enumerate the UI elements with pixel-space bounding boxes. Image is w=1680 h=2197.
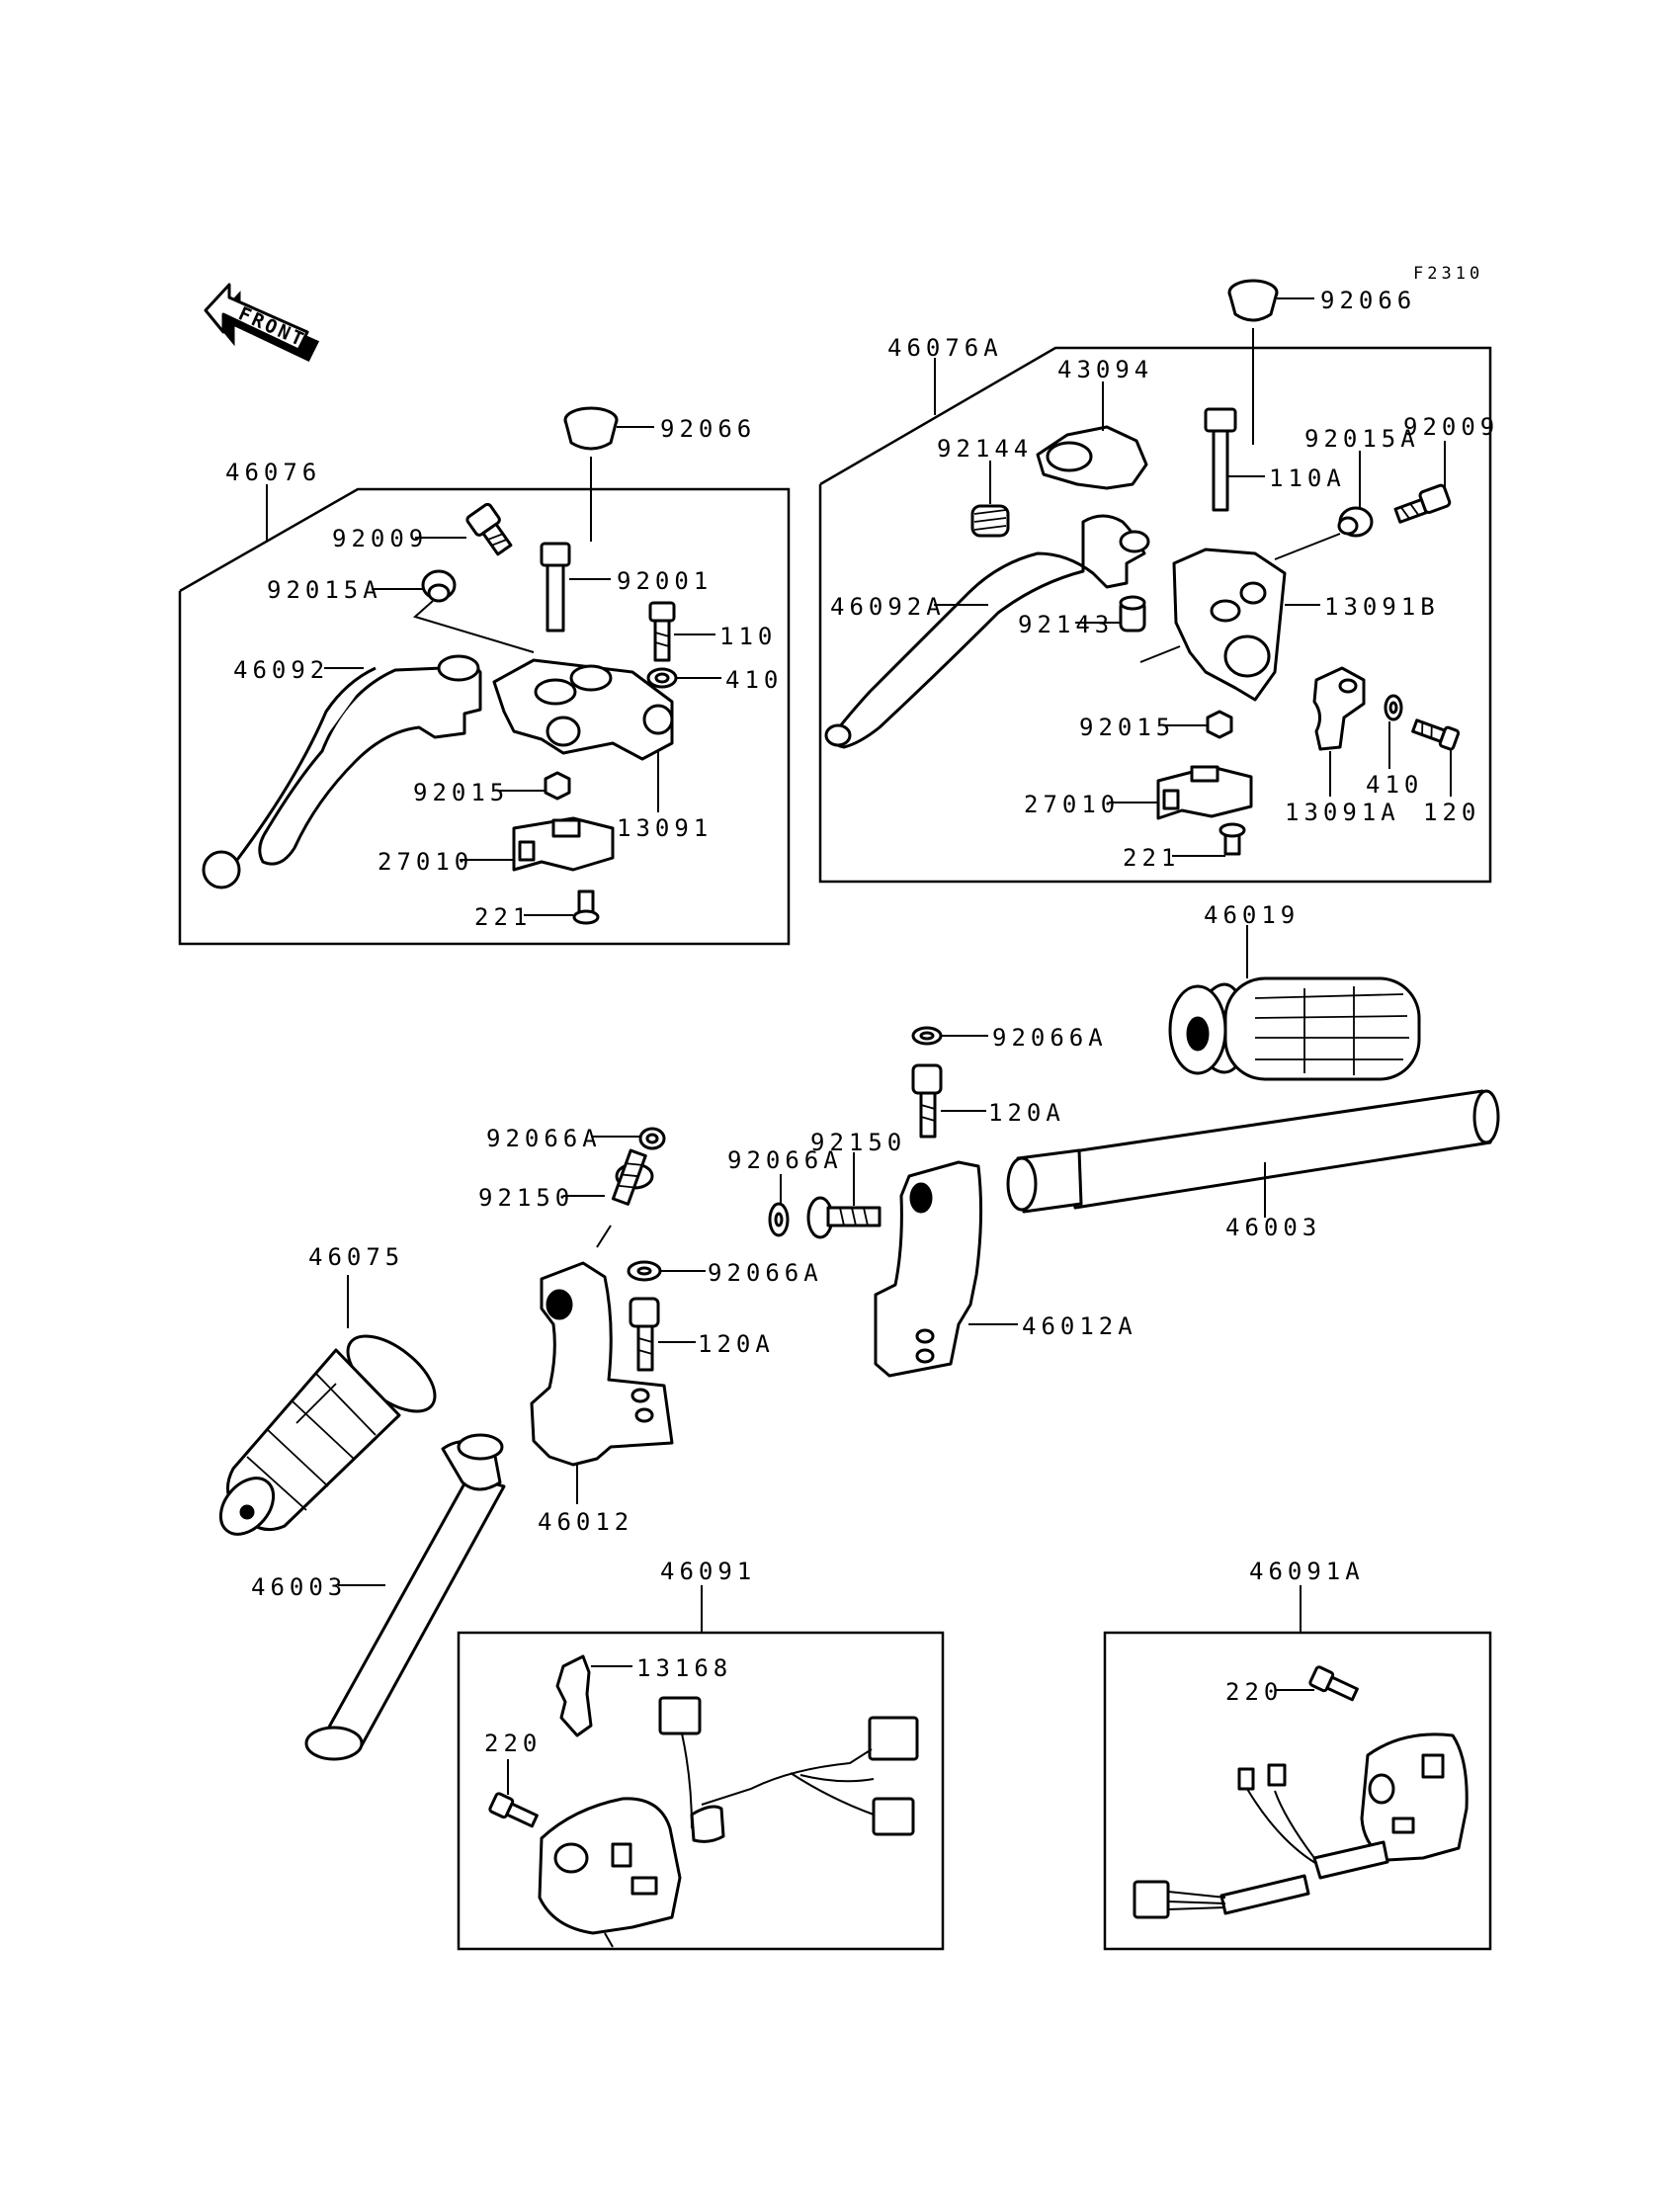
label-46003-right: 46003 <box>1225 1214 1321 1241</box>
brake-lever-assembly-group: 46076A 92066 43094 92144 110A 92015A <box>818 279 1499 884</box>
label-46075: 46075 <box>308 1243 404 1271</box>
clutch-lever-assembly-group: 46076 92066 92009 92015A 92001 <box>178 406 791 946</box>
label-92066-left: 92066 <box>660 415 756 443</box>
label-92066-right: 92066 <box>1320 287 1416 314</box>
label-46012A: 46012A <box>1022 1312 1137 1340</box>
label-92143: 92143 <box>1018 611 1114 638</box>
label-13091A: 13091A <box>1285 799 1400 826</box>
handlebar-group: 46019 92066A 120A 92150 92066A 46012A <box>218 901 1500 1761</box>
front-label: FRONT <box>235 302 309 351</box>
label-220-right: 220 <box>1225 1678 1283 1706</box>
label-43094: 43094 <box>1057 356 1153 383</box>
label-46012: 46012 <box>538 1508 633 1536</box>
figure-code: F2310 <box>1413 264 1483 284</box>
label-92009-right: 92009 <box>1403 413 1499 441</box>
label-46092: 46092 <box>233 656 329 684</box>
label-221-left: 221 <box>474 903 532 931</box>
label-92015-left: 92015 <box>413 779 509 806</box>
label-46092A: 46092A <box>830 593 946 621</box>
label-92066A-3: 92066A <box>486 1125 602 1152</box>
label-27010-right: 27010 <box>1024 791 1120 818</box>
label-410-right: 410 <box>1366 771 1423 799</box>
label-46003-left: 46003 <box>251 1573 347 1601</box>
label-92015A-right: 92015A <box>1304 425 1420 453</box>
label-92066A-4: 92066A <box>708 1259 823 1287</box>
label-120: 120 <box>1423 799 1480 826</box>
left-grip <box>218 1334 437 1536</box>
label-410-left: 410 <box>725 666 783 694</box>
label-46091: 46091 <box>660 1558 756 1585</box>
label-46091A: 46091A <box>1249 1558 1365 1585</box>
label-92001: 92001 <box>617 567 713 595</box>
label-13091B: 13091B <box>1324 593 1440 621</box>
label-13168: 13168 <box>636 1654 732 1682</box>
label-46076: 46076 <box>225 459 321 486</box>
label-92144: 92144 <box>937 435 1033 463</box>
left-switch-housing-group: 46091 13168 220 <box>457 1558 945 1951</box>
label-221-right: 221 <box>1123 844 1180 872</box>
label-120A-2: 120A <box>698 1330 775 1358</box>
label-46076A: 46076A <box>887 334 1003 362</box>
label-92150-1: 92150 <box>810 1129 906 1156</box>
label-220-left: 220 <box>484 1730 542 1757</box>
front-arrow-icon: FRONT <box>204 283 320 362</box>
throttle-grip <box>1168 976 1421 1081</box>
label-92066A-1: 92066A <box>992 1024 1108 1052</box>
label-120A-1: 120A <box>988 1099 1065 1127</box>
label-13091: 13091 <box>617 814 713 842</box>
label-92015-right: 92015 <box>1079 714 1175 741</box>
label-46019: 46019 <box>1204 901 1300 929</box>
label-92015A-left: 92015A <box>267 576 382 604</box>
label-110: 110 <box>719 623 777 650</box>
right-switch-housing-group: 46091A 220 <box>1103 1558 1492 1951</box>
label-92066A-2: 92066A <box>727 1146 843 1174</box>
label-92150-2: 92150 <box>478 1184 574 1212</box>
label-27010-left: 27010 <box>378 848 473 876</box>
label-92009-left: 92009 <box>332 525 428 552</box>
label-110A: 110A <box>1269 465 1346 492</box>
